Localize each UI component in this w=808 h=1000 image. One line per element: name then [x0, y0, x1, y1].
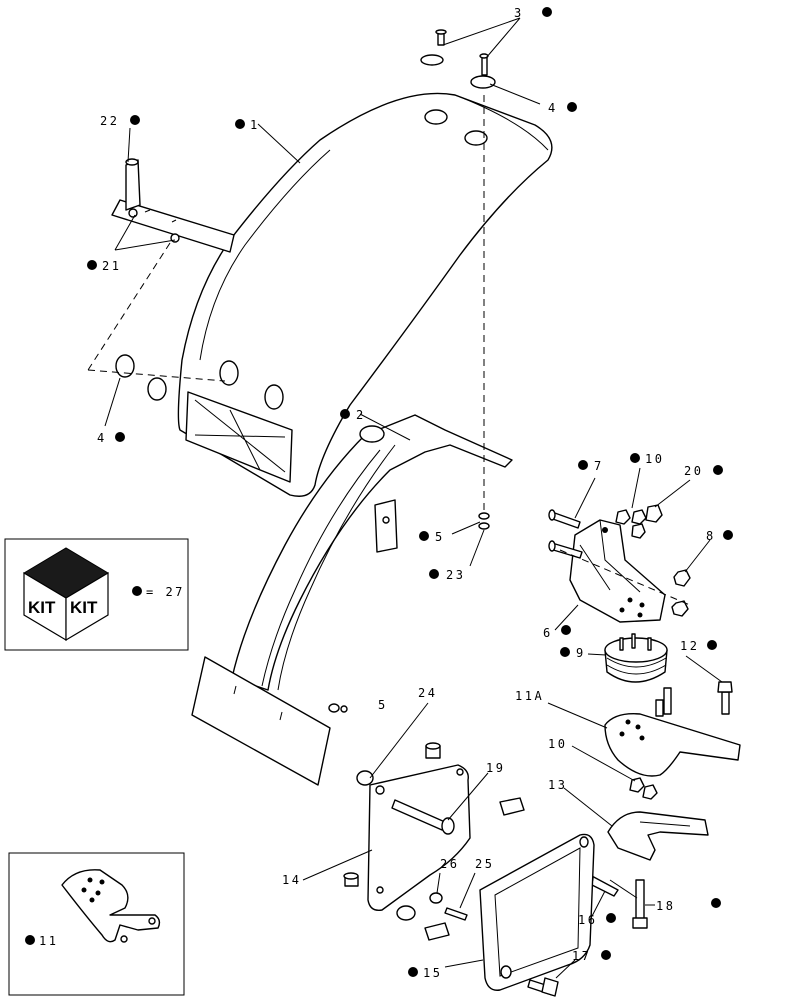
callout-10-top: 10 — [645, 452, 664, 466]
washer-5-low-part — [328, 703, 340, 713]
washer-5-part — [478, 522, 490, 530]
kit-bullet-icon — [429, 569, 439, 579]
back-plate-part — [343, 742, 525, 941]
kit-bullet-icon — [235, 119, 245, 129]
washer-left-part — [115, 354, 135, 378]
kit-bullet-icon — [713, 465, 723, 475]
callout-10-low: 10 — [548, 737, 567, 751]
kit-bullet-icon — [542, 7, 552, 17]
lower-plate-part — [604, 681, 741, 800]
kit-box-left-label: KIT — [28, 598, 56, 617]
washer-left-part-2 — [147, 377, 167, 401]
callout-1: 1 — [250, 118, 260, 132]
callout-2: 2 — [356, 408, 366, 422]
callout-15: 15 — [423, 966, 442, 980]
bolt-17-part — [527, 977, 559, 997]
callout-9: 9 — [576, 646, 586, 660]
kit-bullet-icon — [723, 530, 733, 540]
kit-box-right-label: KIT — [70, 598, 98, 617]
callout-25: 25 — [475, 857, 494, 871]
kit-box-icon: KIT KIT — [23, 547, 109, 642]
handle-part — [111, 158, 235, 253]
kit-bullet-icon — [560, 647, 570, 657]
callout-3: 3 — [514, 6, 524, 20]
callout-4-top: 4 — [548, 101, 558, 115]
kit-bullet-icon — [561, 625, 571, 635]
kit-bullet-icon — [115, 432, 125, 442]
callout-24: 24 — [418, 686, 437, 700]
fender-part — [177, 92, 553, 497]
fender-bracket-part — [191, 414, 513, 786]
kit-bullet-icon — [601, 950, 611, 960]
kit-bullet-icon — [130, 115, 140, 125]
top-bolts-part — [420, 29, 496, 89]
rubber-mount-part — [604, 633, 668, 683]
kit-bullet-icon — [132, 586, 142, 596]
callout-8: 8 — [706, 529, 716, 543]
mount-bracket-part — [548, 504, 691, 623]
callout-18: 18 — [656, 899, 675, 913]
cover-part — [479, 833, 595, 991]
callout-22: 22 — [100, 114, 119, 128]
callout-14: 14 — [282, 873, 301, 887]
callout-21: 21 — [102, 259, 121, 273]
kit-bullet-icon — [567, 102, 577, 112]
callout-5-low: 5 — [378, 698, 388, 712]
callout-labels: 3 4 1 22 21 4 2 5 23 7 10 20 8 6 9 12 11 — [87, 6, 733, 980]
kit-legend: KIT KIT = 27 — [4, 538, 189, 651]
kit-bullet-icon — [87, 260, 97, 270]
leader-lines — [61, 17, 723, 979]
assembly-lines — [87, 95, 691, 606]
kit-bullet-icon — [578, 460, 588, 470]
callout-19: 19 — [486, 761, 505, 775]
callout-7: 7 — [594, 459, 604, 473]
callout-11a: 11A — [515, 689, 544, 703]
kit-bullet-icon — [606, 913, 616, 923]
kit-bullet-icon — [25, 935, 35, 945]
callout-4-left: 4 — [97, 431, 107, 445]
callout-6: 6 — [543, 626, 553, 640]
callout-12: 12 — [680, 639, 699, 653]
callout-5-mid: 5 — [435, 530, 445, 544]
kit-bullet-icon — [630, 453, 640, 463]
kit-bullet-icon — [340, 409, 350, 419]
kit-bullet-icon — [707, 640, 717, 650]
callout-26: 26 — [440, 857, 459, 871]
kit-bullet-icon — [419, 531, 429, 541]
inset-part-11: 11 — [8, 852, 185, 996]
u-bracket-part — [607, 811, 709, 861]
washer-23-part — [478, 512, 490, 520]
callout-20: 20 — [684, 464, 703, 478]
callout-16: 16 — [578, 913, 597, 927]
callout-17: 17 — [572, 949, 591, 963]
callout-23: 23 — [446, 568, 465, 582]
bolt-18-part — [632, 879, 648, 929]
kit-bullet-icon — [711, 898, 721, 908]
callout-13: 13 — [548, 778, 567, 792]
callout-11: 11 — [39, 934, 58, 948]
kit-bullet-icon — [408, 967, 418, 977]
kit-legend-reference: = 27 — [146, 585, 185, 599]
